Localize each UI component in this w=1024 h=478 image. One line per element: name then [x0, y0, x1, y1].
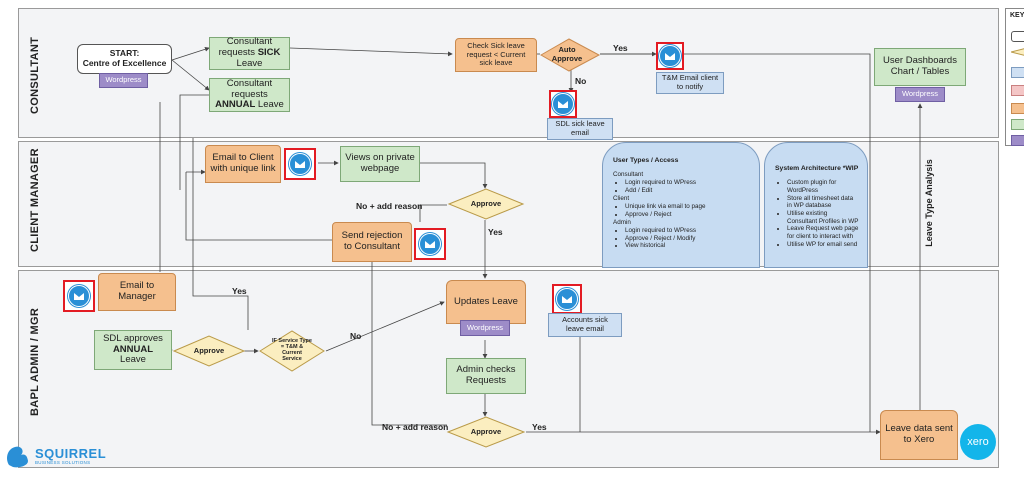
updates-leave: Updates Leave [446, 280, 526, 324]
key-swatch-red [1011, 85, 1024, 96]
label-leave-type-analysis: Leave Type Analysis [924, 159, 934, 247]
squirrel-icon [7, 446, 28, 468]
label-no-bapl: No [350, 331, 362, 341]
key-swatch-manual [1011, 103, 1024, 114]
key-swatch-wordpress [1011, 135, 1024, 146]
check-sick-leave: Check Sick leave request < Current sick … [455, 38, 537, 72]
sdl-sick-email-icon [549, 90, 577, 118]
email-client-icon [284, 148, 316, 180]
consultant-requests-sick: Consultant requests SICK Leave [209, 36, 290, 70]
admin-item: Login required to WPress [625, 227, 751, 235]
user-types-panel: User Types / Access Consultant Login req… [602, 142, 760, 268]
client-item: Approve / Reject [625, 211, 751, 219]
squirrel-logo: SQUIRREL BUSINESS SOLUTIONS [3, 441, 106, 471]
xero-logo-text: xero [967, 436, 989, 448]
arch-item: Store all timesheet data in WP database [787, 195, 859, 210]
final-approve-diamond [446, 416, 526, 448]
group-consultant: Consultant [613, 171, 644, 179]
email-to-client: Email to Client with unique link [205, 145, 281, 183]
label-yes-auto: Yes [613, 43, 628, 53]
tm-email-icon [656, 42, 684, 70]
manager-email-icon [63, 280, 95, 312]
if-service-label: IF Service Type = T&M & Current Service [272, 338, 312, 362]
start-node: START: Centre of Excellence [77, 44, 172, 74]
arch-item: Utilise WP for email send [787, 241, 859, 249]
email-to-manager: Email to Manager [98, 273, 176, 311]
accounts-sick-leave-email: Accounts sick leave email [548, 313, 622, 337]
bapl-approve-diamond [172, 335, 246, 367]
arch-item: Utilise existing Consultant Profiles in … [787, 210, 859, 225]
sdl-sick-leave-email: SDL sick leave email [547, 118, 613, 140]
sdl-approves-annual: SDL approves ANNUAL Leave [94, 330, 172, 370]
admin-item: Approve / Reject / Modify [625, 235, 751, 243]
squirrel-logo-tagline: BUSINESS SOLUTIONS [35, 460, 91, 465]
consultant-requests-annual: Consultant requests ANNUAL Leave [209, 78, 290, 112]
rejection-email-icon [414, 228, 446, 260]
group-client: Client [613, 195, 630, 203]
key-swatch-email [1011, 67, 1024, 78]
dashboards-wordpress-tag: Wordpress [895, 87, 945, 102]
auto-approve-label: Auto Approve [551, 45, 583, 63]
system-architecture-panel: System Architecture *WIP Custom plugin f… [764, 142, 868, 268]
client-item: Unique link via email to page [625, 203, 751, 211]
xero-logo: xero [960, 424, 996, 460]
user-types-title: User Types / Access [613, 157, 679, 164]
bapl-approve-label: Approve [193, 345, 225, 355]
send-rejection: Send rejection to Consultant [332, 222, 412, 262]
consultant-item: Login required to WPress [625, 179, 751, 187]
label-yes-client: Yes [488, 227, 503, 237]
leave-data-to-xero: Leave data sent to Xero [880, 410, 958, 460]
tm-email-client: T&M Email client to notify [656, 72, 724, 94]
accounts-sick-email-icon [552, 284, 582, 314]
label-no-add-reason-top: No + add reason [356, 201, 423, 211]
key-swatch-decision [1011, 48, 1024, 56]
key-swatch-start [1011, 31, 1024, 42]
key-title: KEY [1010, 12, 1024, 19]
arch-item: Leave Request web page for client to int… [787, 225, 859, 240]
client-approve-diamond [447, 188, 525, 220]
final-approve-label: Approve [470, 426, 502, 436]
lane-consultant [18, 8, 999, 138]
arch-item: Custom plugin for WordPress [787, 179, 859, 194]
system-arch-title: System Architecture *WIP [775, 165, 859, 172]
group-admin: Admin [613, 219, 631, 227]
admin-item: View historical [625, 242, 751, 250]
consultant-item: Add / Edit [625, 187, 751, 195]
label-no-auto: No [575, 76, 587, 86]
user-dashboards: User Dashboards Chart / Tables [874, 48, 966, 86]
auto-approve-diamond [539, 38, 601, 72]
key-swatch-action [1011, 119, 1024, 130]
label-no-add-reason-bottom: No + add reason [382, 422, 449, 432]
squirrel-logo-name: SQUIRREL [35, 446, 107, 461]
key-panel: KEY [1005, 8, 1024, 146]
if-service-diamond [259, 330, 325, 372]
admin-checks-requests: Admin checks Requests [446, 358, 526, 394]
client-approve-label: Approve [470, 198, 502, 208]
views-private-webpage: Views on private webpage [340, 146, 420, 182]
label-yes-bottom: Yes [532, 422, 547, 432]
updates-wordpress-tag: Wordpress [460, 320, 510, 336]
start-wordpress-tag: Wordpress [99, 73, 148, 88]
label-yes-bapl: Yes [232, 286, 247, 296]
